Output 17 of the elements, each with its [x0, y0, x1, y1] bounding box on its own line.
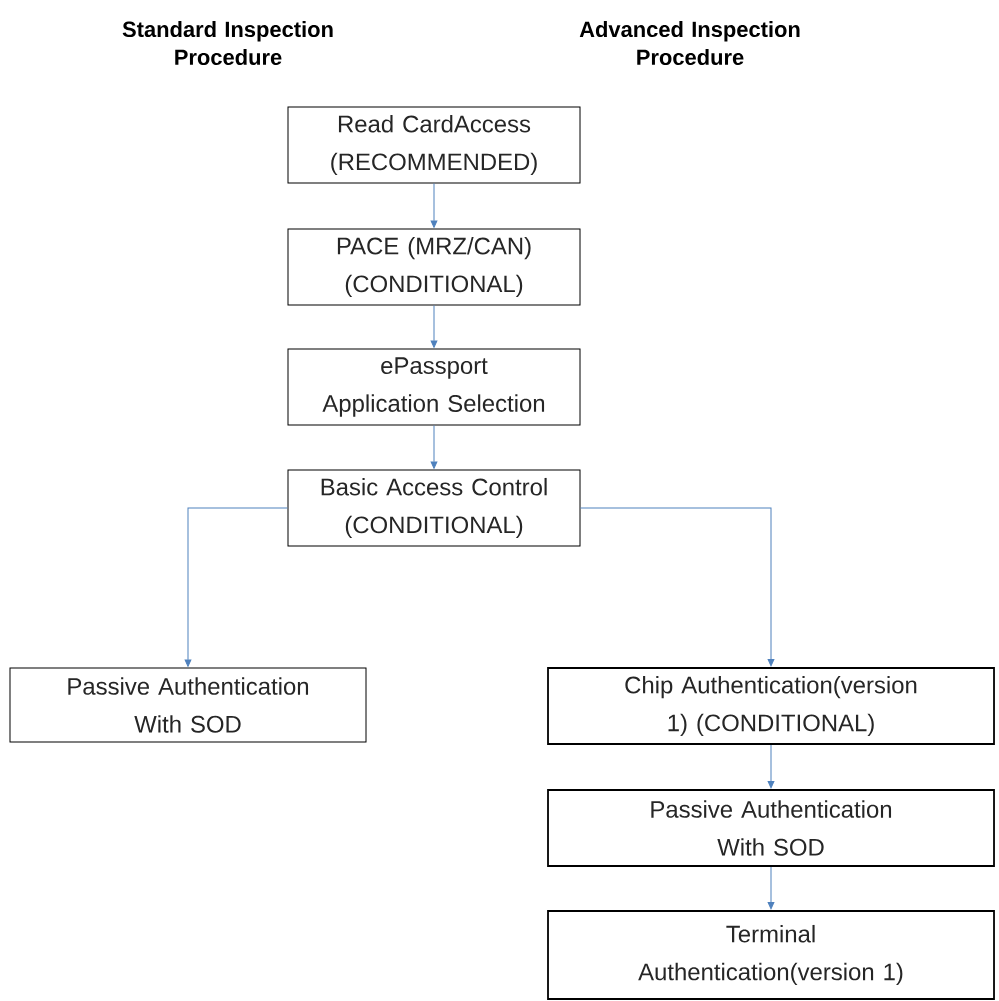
process-box: Passive Authentication With SOD [9, 667, 367, 743]
arrow [767, 866, 775, 910]
arrow [767, 744, 775, 789]
arrow [430, 183, 438, 228]
column-heading: Standard Inspection Procedure [122, 21, 333, 65]
process-box: Read CardAccess (RECOMMENDED) [287, 106, 581, 184]
process-box: ePassport Application Selection [287, 348, 581, 426]
arrow [430, 305, 438, 348]
arrow [580, 507, 775, 667]
process-box: Passive Authentication With SOD [547, 789, 995, 867]
arrow [184, 507, 288, 667]
column-heading: Advanced Inspection Procedure [579, 21, 800, 65]
process-box: PACE (MRZ/CAN) (CONDITIONAL) [287, 228, 581, 306]
process-box: Basic Access Control (CONDITIONAL) [287, 469, 581, 547]
process-box: Chip Authentication(version 1) (CONDITIONAL) [547, 667, 995, 745]
process-box: Terminal Authentication(version 1) [547, 910, 995, 1000]
arrow [430, 425, 438, 469]
